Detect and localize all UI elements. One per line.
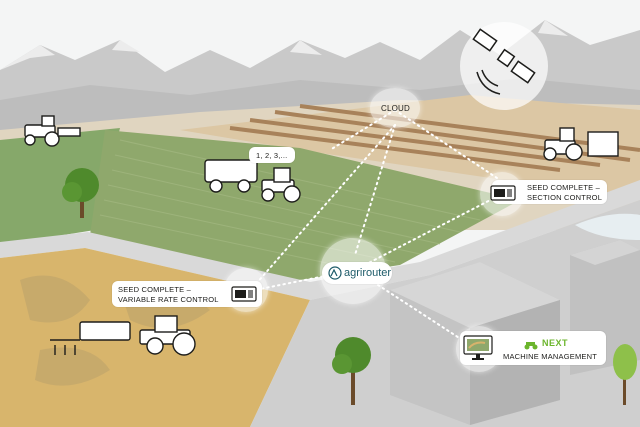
tree-right	[613, 344, 637, 405]
monitor-icon	[463, 335, 493, 360]
machine-management-label: MACHINE MANAGEMENT	[503, 352, 598, 361]
green-field	[90, 130, 520, 280]
cloud-label: CLOUD	[381, 104, 411, 113]
agrirouter-logo	[328, 266, 342, 280]
section-control-subtitle: SECTION CONTROL	[527, 193, 603, 202]
counter-label: 1, 2, 3,...	[256, 151, 288, 160]
agrirouter-label: agrirouter	[344, 267, 392, 279]
tree-bottom	[332, 337, 371, 405]
agrirouter-badge	[322, 262, 392, 284]
next-tractor-icon	[524, 342, 538, 350]
tractor-icon	[24, 115, 619, 356]
satellite-icon	[460, 22, 548, 110]
soil-field	[180, 95, 640, 200]
variable-rate-title: SEED COMPLETE –	[118, 285, 192, 294]
water	[575, 213, 640, 240]
section-control-title: SEED COMPLETE –	[527, 183, 601, 192]
next-brand: NEXT	[542, 338, 569, 348]
variable-rate-subtitle: VARIABLE RATE CONTROL	[118, 295, 219, 304]
terminal-icon	[490, 185, 516, 201]
road	[0, 180, 640, 300]
meadow-left	[0, 128, 120, 245]
terminal-icon	[231, 286, 257, 302]
counter-badge	[249, 147, 295, 163]
tree-left	[62, 168, 99, 218]
cloud-node	[370, 88, 420, 128]
